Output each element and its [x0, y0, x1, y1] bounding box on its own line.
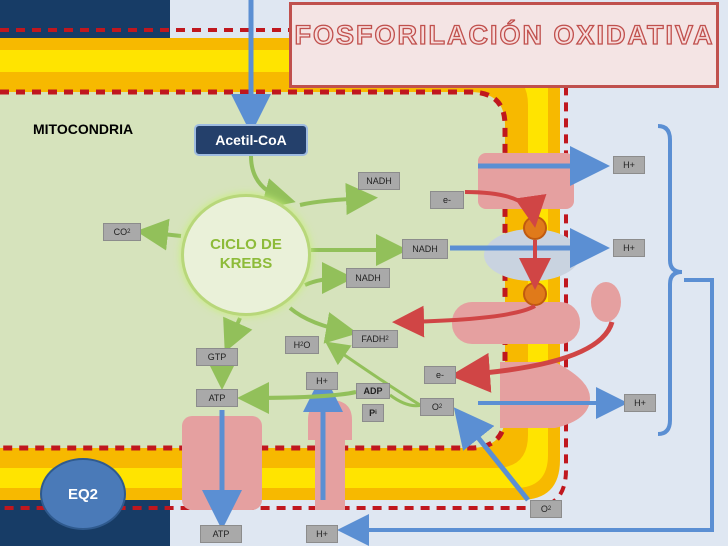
- page-title: FOSFORILACIÓN OXIDATIVA: [294, 19, 715, 50]
- ubiquinone-1: [523, 216, 547, 240]
- label-proton-3: H+: [306, 372, 338, 390]
- krebs-gtp-arrow: [223, 316, 253, 353]
- label-proton-2: H+: [613, 239, 645, 257]
- acetyl-to-krebs-arrow: [249, 155, 296, 210]
- krebs-cycle-label: CICLO DE KREBS: [210, 236, 282, 272]
- proton-gradient-bracket: [657, 124, 683, 436]
- krebs-fadh2-arrow: [288, 306, 358, 344]
- eq2-badge: EQ2: [40, 458, 126, 530]
- cytochrome-c-protein: [591, 282, 621, 322]
- complex-iv-protein: [500, 362, 590, 428]
- proton-channel: [308, 400, 352, 510]
- label-nadh-3: NADH: [346, 268, 390, 288]
- acetyl-coa-box: Acetil-CoA: [194, 124, 308, 156]
- ubiquinone-2: [523, 282, 547, 306]
- label-atp-inner: ATP: [196, 389, 238, 407]
- label-gtp: GTP: [196, 348, 238, 366]
- complex-iii-protein: [452, 302, 580, 344]
- label-nadh-2: NADH: [402, 239, 448, 259]
- krebs-nadh-arrow-3: [304, 262, 354, 295]
- label-adp: ADP: [356, 383, 390, 399]
- water-formation-arrow: [325, 341, 421, 407]
- complex-i-protein: [478, 153, 574, 209]
- label-electron-1: e-: [430, 191, 464, 209]
- label-electron-2: e-: [424, 366, 456, 384]
- label-nadh-1: NADH: [358, 172, 400, 190]
- mitochondria-label: MITOCONDRIA: [33, 121, 134, 137]
- label-proton-1: H+: [613, 156, 645, 174]
- label-proton-4: H+: [624, 394, 656, 412]
- label-atp-outer: ATP: [200, 525, 242, 543]
- krebs-co2-arrow: [136, 218, 182, 251]
- complex-ii-protein: [484, 229, 580, 281]
- label-proton-bottom: H+: [306, 525, 338, 543]
- electron-arrow-1: [464, 190, 547, 228]
- electron-arrow-3: [392, 304, 536, 338]
- oxygen-entry-arrow: [453, 407, 530, 502]
- electron-arrow-4: [450, 321, 615, 393]
- proton-return-arrow: [337, 278, 714, 546]
- adp-atp-arrow: [237, 381, 357, 414]
- title-box: [289, 2, 719, 88]
- krebs-nadh-arrow-1: [299, 182, 378, 215]
- krebs-cycle-circle: CICLO DE KREBS: [181, 194, 311, 316]
